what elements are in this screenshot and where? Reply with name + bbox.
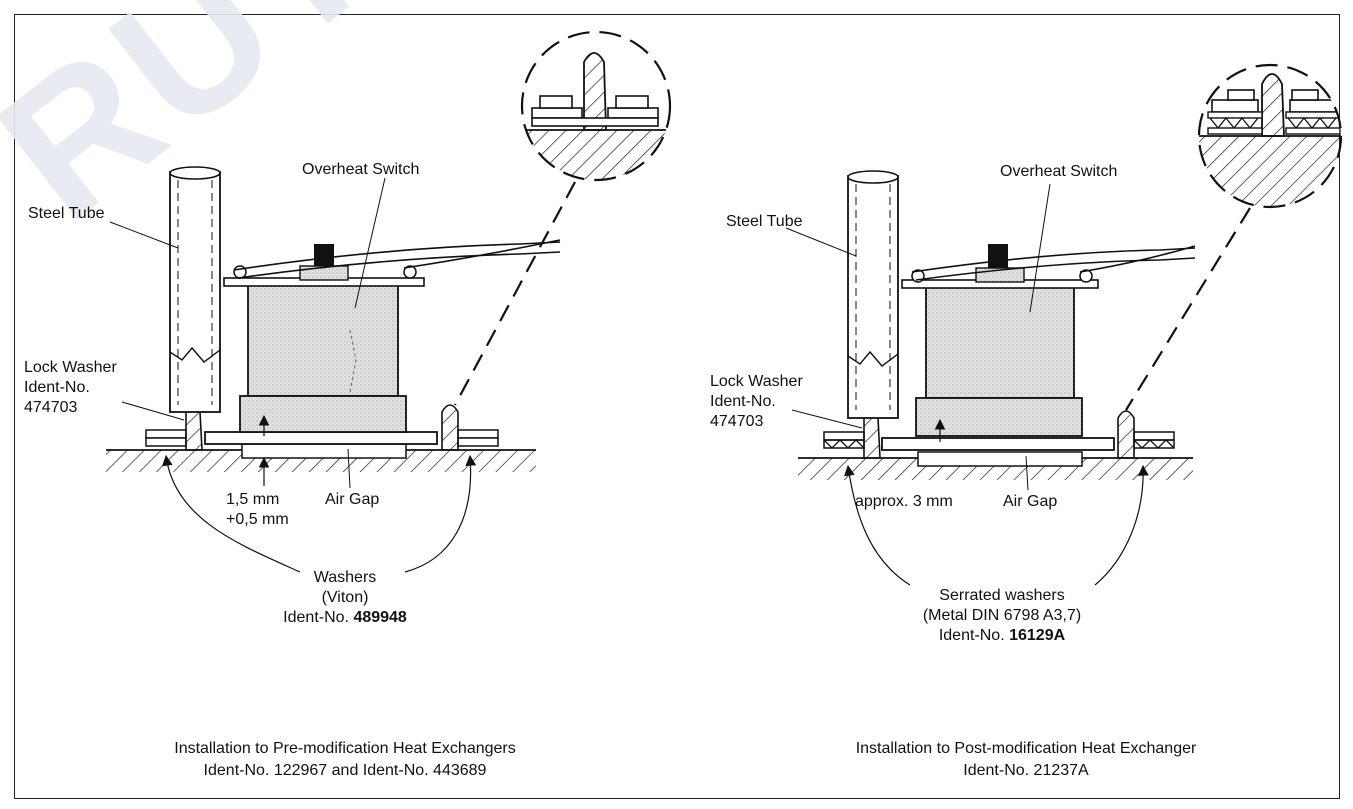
right-lock-washer-label: Lock Washer Ident-No. 474703 xyxy=(710,373,803,430)
right-gap-dimension: approx. 3 mm xyxy=(855,493,953,510)
right-caption: Installation to Post-modification Heat E… xyxy=(855,740,1197,779)
left-washer-right xyxy=(457,429,499,439)
left-assembly xyxy=(106,30,672,573)
left-washer-left xyxy=(145,429,187,439)
left-ident-number: 489948 xyxy=(353,609,407,626)
left-washers-label: Washers (Viton) Ident-No. 489948 xyxy=(283,569,407,626)
right-ground xyxy=(798,458,1193,480)
left-lock-washer-label: Lock Washer Ident-No. 474703 xyxy=(24,359,117,416)
left-steel-tube-label: Steel Tube xyxy=(28,205,105,222)
left-overheat-switch xyxy=(247,283,399,397)
left-base-plate xyxy=(204,431,438,445)
left-gap-dimension: 1,5 mm +0,5 mm xyxy=(226,491,289,528)
right-washers-label: Serrated washers (Metal DIN 6798 A3,7) I… xyxy=(922,587,1082,644)
right-serrated-washer-left xyxy=(823,431,865,441)
right-air-gap-label: Air Gap xyxy=(1003,493,1058,510)
left-ground xyxy=(106,450,536,472)
right-overheat-switch-label: Overheat Switch xyxy=(1000,163,1118,180)
left-caption: Installation to Pre-modification Heat Ex… xyxy=(174,740,516,779)
left-detail-view xyxy=(522,52,670,180)
left-overheat-switch-label: Overheat Switch xyxy=(302,161,420,178)
right-steel-tube-label: Steel Tube xyxy=(726,213,803,230)
figure-frame xyxy=(14,14,1340,799)
right-overheat-switch xyxy=(925,285,1075,399)
right-detail-view xyxy=(1199,73,1341,207)
right-serrated-washer-right xyxy=(1133,431,1175,441)
right-base-plate xyxy=(881,437,1115,451)
right-ident-number: 16129A xyxy=(1009,627,1066,644)
left-air-gap-label: Air Gap xyxy=(325,491,380,508)
